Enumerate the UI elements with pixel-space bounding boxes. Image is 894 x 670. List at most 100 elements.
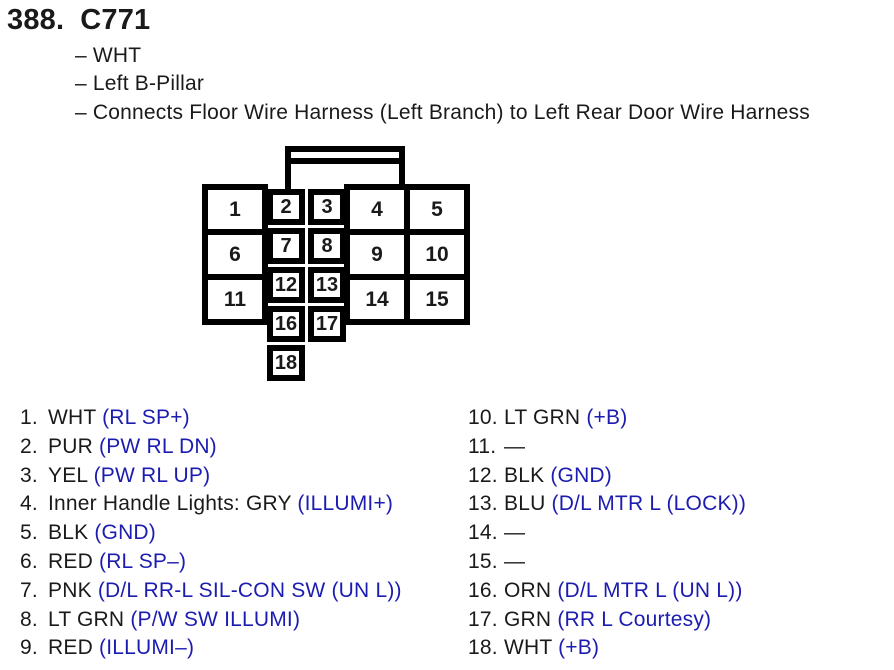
center-row-3: 12 13 [267,267,346,303]
detail-line-location: – Left B-Pillar [75,72,205,96]
cavity-2: 2 [267,189,305,225]
pin-wire-color: — [504,549,526,573]
pin-number: 1. [20,406,38,429]
pin-signal: (GND) [94,521,156,545]
center-row-4: 16 17 [267,306,346,342]
right-row-1: 4 5 [344,184,470,235]
pin-entry-11: 11. — [468,433,746,462]
pin-number: 16. [468,578,498,602]
pin-entry-1: 1. WHT (RL SP+) [20,404,402,433]
pin-signal: (D/L RR-L SIL-CON SW (UN L)) [97,578,402,602]
cavity-18: 18 [267,345,305,381]
pin-entry-14: 14.— [468,519,746,548]
pin-wire-color: BLK [48,521,89,545]
pin-signal: (RR L Courtesy) [557,607,712,631]
pin-signal: (ILLUMI–) [99,636,195,660]
pin-entry-17: 17.GRN (RR L Courtesy) [468,606,746,635]
pin-entry-5: 5. BLK (GND) [20,519,402,548]
pin-wire-color: RED [48,636,93,660]
pin-entry-8: 8. LT GRN (P/W SW ILLUMI) [20,606,402,635]
center-row-2: 7 8 [267,228,346,264]
pin-signal: (P/W SW ILLUMI) [130,607,301,631]
pin-number: 5. [20,521,38,545]
pin-number: 3. [20,463,38,487]
pin-number: 14. [468,521,498,545]
pin-wire-color: WHT [504,636,553,660]
pin-wire-color: — [504,434,526,458]
pin-number: 15. [468,549,498,573]
pin-wire-color: — [504,521,526,545]
cavity-15: 15 [404,274,470,325]
cavity-7: 7 [267,228,305,264]
pin-signal: (D/L MTR L (LOCK)) [551,492,747,516]
pin-list-right: 10. LT GRN (+B) 11. — 12.BLK (GND) 13.BLU … [468,404,746,663]
pin-number: 2. [20,434,38,458]
pin-wire-color: LT GRN [48,607,125,631]
connector-right-block: 4 5 9 10 14 15 [344,184,470,325]
pin-wire-color: LT GRN [504,406,581,429]
pin-entry-10: 10. LT GRN (+B) [468,404,746,433]
cavity-4: 4 [344,184,410,235]
pin-number: 11. [468,434,497,458]
connector-center-strip: 2 3 7 8 12 13 16 17 18 [267,189,346,381]
pin-number: 6. [20,549,38,573]
pin-wire-color: YEL [48,463,88,487]
connector-left-block: 1 6 11 [202,184,268,325]
pin-number: 4. [20,492,38,516]
cavity-1: 1 [202,184,268,235]
pin-wire-color: BLU [504,492,546,516]
pin-entry-12: 12.BLK (GND) [468,462,746,491]
connector-index: 388. [7,4,65,36]
pin-signal: (PW RL DN) [99,434,217,458]
pin-number: 10. [468,406,498,429]
pin-list-left: 1. WHT (RL SP+) 2. PUR (PW RL DN) 3. YEL (P… [20,404,402,663]
pin-entry-2: 2. PUR (PW RL DN) [20,433,402,462]
pin-entry-4: 4. Inner Handle Lights: GRY (ILLUMI+) [20,490,402,519]
pin-wire-color: GRN [504,607,552,631]
connector-tab [285,146,405,191]
pin-entry-9: 9. RED (ILLUMI–) [20,634,402,663]
cavity-14: 14 [344,274,410,325]
pin-number: 17. [468,607,498,631]
pin-number: 12. [468,463,498,487]
pin-signal: (D/L MTR L (UN L)) [557,578,743,602]
cavity-17: 17 [308,306,346,342]
detail-line-function: – Connects Floor Wire Harness (Left Bran… [75,100,810,124]
page-title: 388. C771 [7,4,150,37]
pin-entry-7: 7. PNK (D/L RR-L SIL-CON SW (UN L)) [20,577,402,606]
pin-wire-color: BLK [504,463,545,487]
pin-signal: (PW RL UP) [93,463,211,487]
connector-details: – WHT – Left B-Pillar – Connects Floor W… [75,42,810,127]
center-row-1: 2 3 [267,189,346,225]
cavity-16: 16 [267,306,305,342]
pin-signal: (GND) [550,463,612,487]
pin-number: 8. [20,607,38,631]
pin-entry-13: 13.BLU (D/L MTR L (LOCK)) [468,490,746,519]
cavity-3: 3 [308,189,346,225]
pin-entry-3: 3. YEL (PW RL UP) [20,462,402,491]
pin-signal: (RL SP+) [102,406,190,429]
pin-wire-color: PUR [48,434,93,458]
cavity-12: 12 [267,267,305,303]
cavity-10: 10 [404,229,470,280]
pin-number: 7. [20,578,38,602]
right-row-2: 9 10 [344,229,470,280]
center-row-5: 18 [267,345,346,381]
connector-code: C771 [80,4,151,36]
cavity-8: 8 [308,228,346,264]
pin-wire-color: PNK [48,578,92,602]
cavity-6: 6 [202,229,268,280]
pin-wire-color: ORN [504,578,552,602]
pin-wire-color: Inner Handle Lights: GRY [48,492,292,516]
right-row-3: 14 15 [344,274,470,325]
pin-number: 9. [20,636,38,660]
pin-entry-6: 6.RED (RL SP–) [20,548,402,577]
pin-wire-color: WHT [48,406,97,429]
detail-line-color: – WHT [75,44,142,67]
pin-number: 18. [468,636,498,660]
pin-signal: (+B) [586,406,628,429]
pin-signal: (+B) [558,636,600,660]
pin-entry-15: 15.— [468,548,746,577]
pin-signal: (ILLUMI+) [297,492,394,516]
cavity-9: 9 [344,229,410,280]
